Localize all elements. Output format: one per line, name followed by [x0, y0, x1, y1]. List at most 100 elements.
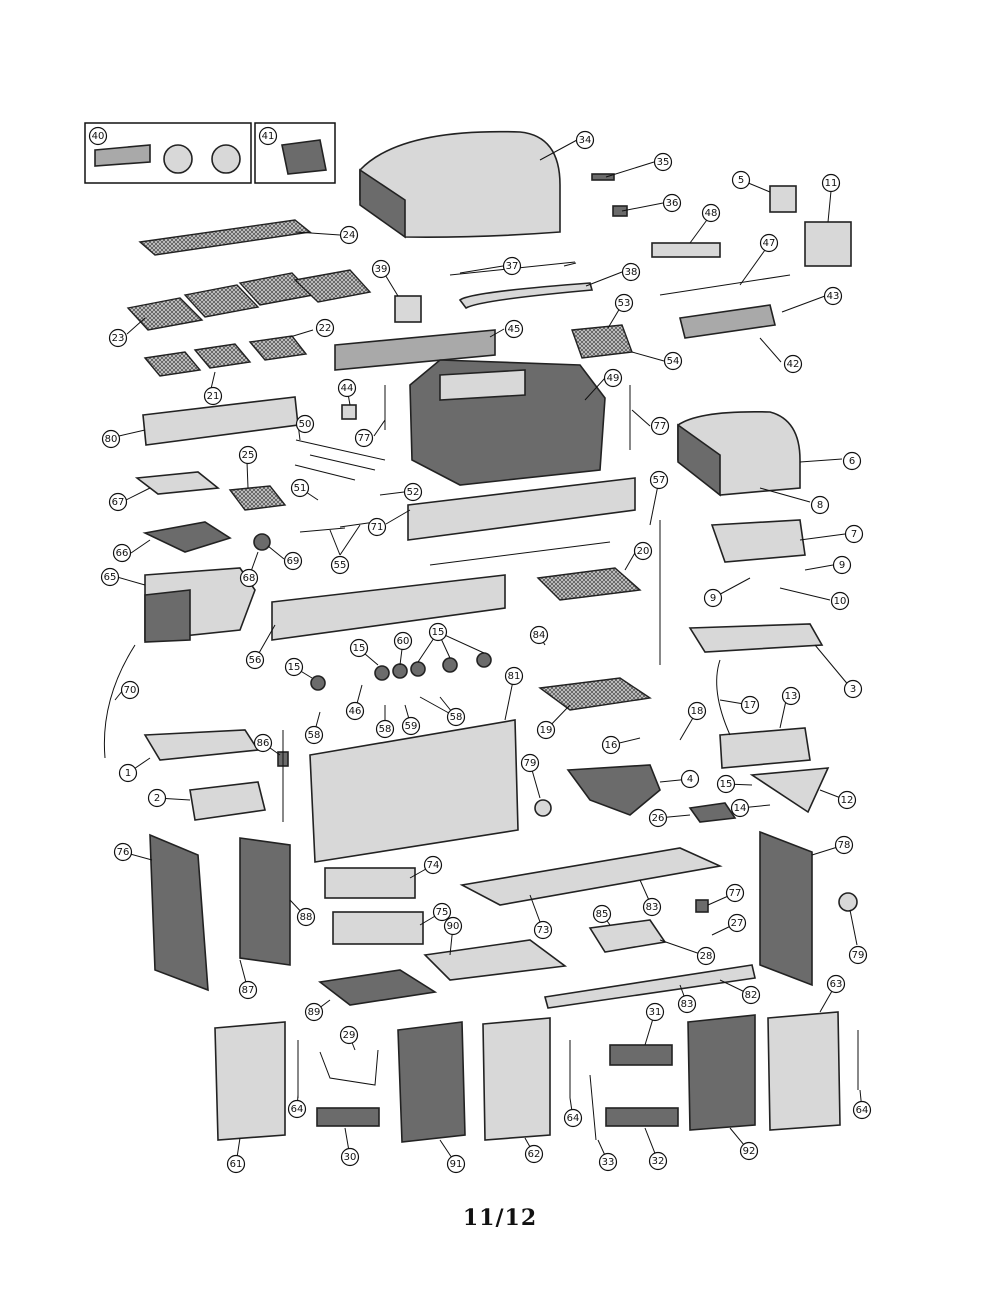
part-knob-f — [476, 652, 492, 668]
part-door-63 — [767, 1011, 841, 1131]
callout-65: 65 — [100, 567, 120, 587]
callout-22: 22 — [315, 318, 335, 338]
callout-37: 37 — [502, 256, 522, 276]
callout-15: 15 — [349, 638, 369, 658]
part-burner-bowl-66 — [142, 521, 232, 553]
callout-number: 41 — [262, 131, 275, 142]
page-number: 11/12 — [462, 1205, 538, 1231]
part-front-panel-71 — [407, 477, 636, 541]
callout-56: 56 — [245, 650, 265, 670]
callout-circle — [345, 701, 365, 721]
part-cabinet-side-78 — [759, 830, 813, 987]
callout-circle — [696, 946, 716, 966]
callout-circle — [614, 293, 634, 313]
callout-89: 89 — [304, 1002, 324, 1022]
callout-number: 19 — [540, 725, 553, 736]
callout-number: 53 — [618, 298, 631, 309]
part-door-62 — [482, 1017, 551, 1141]
callout-24: 24 — [339, 225, 359, 245]
part-drip-tray-4 — [566, 764, 661, 816]
callout-83: 83 — [642, 897, 662, 917]
callout-circle — [633, 541, 653, 561]
callout-77: 77 — [354, 428, 374, 448]
callout-number: 59 — [405, 721, 418, 732]
part-bracket-2 — [189, 781, 266, 821]
callout-circle — [844, 524, 864, 544]
part-hose-17 — [716, 659, 731, 736]
callout-75: 75 — [432, 902, 452, 922]
callout-29: 29 — [339, 1025, 359, 1045]
part-warming-rack — [138, 219, 312, 256]
part-spit-rod — [429, 541, 611, 566]
callout-circle — [375, 719, 395, 739]
callout-79: 79 — [520, 753, 540, 773]
callout-number: 24 — [343, 230, 356, 241]
callout-number: 11 — [825, 178, 838, 189]
callout-number: 92 — [743, 1146, 756, 1157]
callout-number: 80 — [105, 434, 118, 445]
callout-circle — [663, 351, 683, 371]
callout-number: 58 — [308, 730, 321, 741]
callout-number: 50 — [299, 419, 312, 430]
callout-circle — [662, 193, 682, 213]
callout-number: 90 — [447, 921, 460, 932]
callout-42: 42 — [783, 354, 803, 374]
callout-circle — [100, 567, 120, 587]
part-tank-base-85 — [588, 919, 667, 953]
callout-17: 17 — [740, 695, 760, 715]
callout-number: 88 — [300, 912, 313, 923]
callout-85: 85 — [592, 904, 612, 924]
part-bracket-36 — [612, 205, 628, 217]
callout-number: 29 — [343, 1030, 356, 1041]
callout-circle — [810, 495, 830, 515]
callout-92: 92 — [739, 1141, 759, 1161]
callout-number: 16 — [605, 740, 618, 751]
callout-circle — [823, 286, 843, 306]
callout-circle — [238, 980, 258, 1000]
callout-32: 32 — [648, 1151, 668, 1171]
callout-number: 12 — [841, 795, 854, 806]
callout-circle — [598, 1152, 618, 1172]
callout-number: 35 — [657, 157, 670, 168]
callout-71: 71 — [367, 517, 387, 537]
callout-84: 84 — [529, 625, 549, 645]
part-side-shelf-top-67 — [134, 471, 221, 495]
callout-circle — [781, 686, 801, 706]
callout-46: 46 — [345, 701, 365, 721]
callout-54: 54 — [663, 351, 683, 371]
callout-43: 43 — [823, 286, 843, 306]
callout-48: 48 — [701, 203, 721, 223]
callout-73: 73 — [533, 920, 553, 940]
callout-number: 26 — [652, 813, 665, 824]
part-burner-tube-3 — [294, 464, 356, 481]
callout-83: 83 — [677, 994, 697, 1014]
callout-circle — [245, 650, 265, 670]
callout-38: 38 — [621, 262, 641, 282]
callout-number: 32 — [652, 1156, 665, 1167]
callout-number: 64 — [856, 1105, 869, 1116]
callout-3: 3 — [843, 679, 863, 699]
callout-number: 83 — [646, 902, 659, 913]
callout-number: 74 — [427, 860, 440, 871]
callout-number: 91 — [450, 1159, 463, 1170]
callout-circle — [446, 707, 466, 727]
callout-circle — [716, 774, 736, 794]
callout-number: 21 — [207, 391, 220, 402]
part-control-plate-75 — [332, 911, 424, 945]
callout-number: 61 — [230, 1159, 243, 1170]
callout-number: 5 — [738, 175, 744, 186]
callout-number: 15 — [432, 627, 445, 638]
part-side-shelf-3 — [688, 623, 824, 653]
callout-15: 15 — [284, 657, 304, 677]
callout-53: 53 — [614, 293, 634, 313]
callout-12: 12 — [837, 790, 857, 810]
callout-76: 76 — [113, 842, 133, 862]
callout-circle — [371, 259, 391, 279]
part-wire-29 — [319, 1049, 379, 1086]
callout-number: 8 — [817, 500, 823, 511]
callout-circle — [339, 1025, 359, 1045]
callout-circle — [520, 753, 540, 773]
callout-circle — [727, 913, 747, 933]
callout-70: 70 — [120, 680, 140, 700]
callout-circle — [428, 622, 448, 642]
